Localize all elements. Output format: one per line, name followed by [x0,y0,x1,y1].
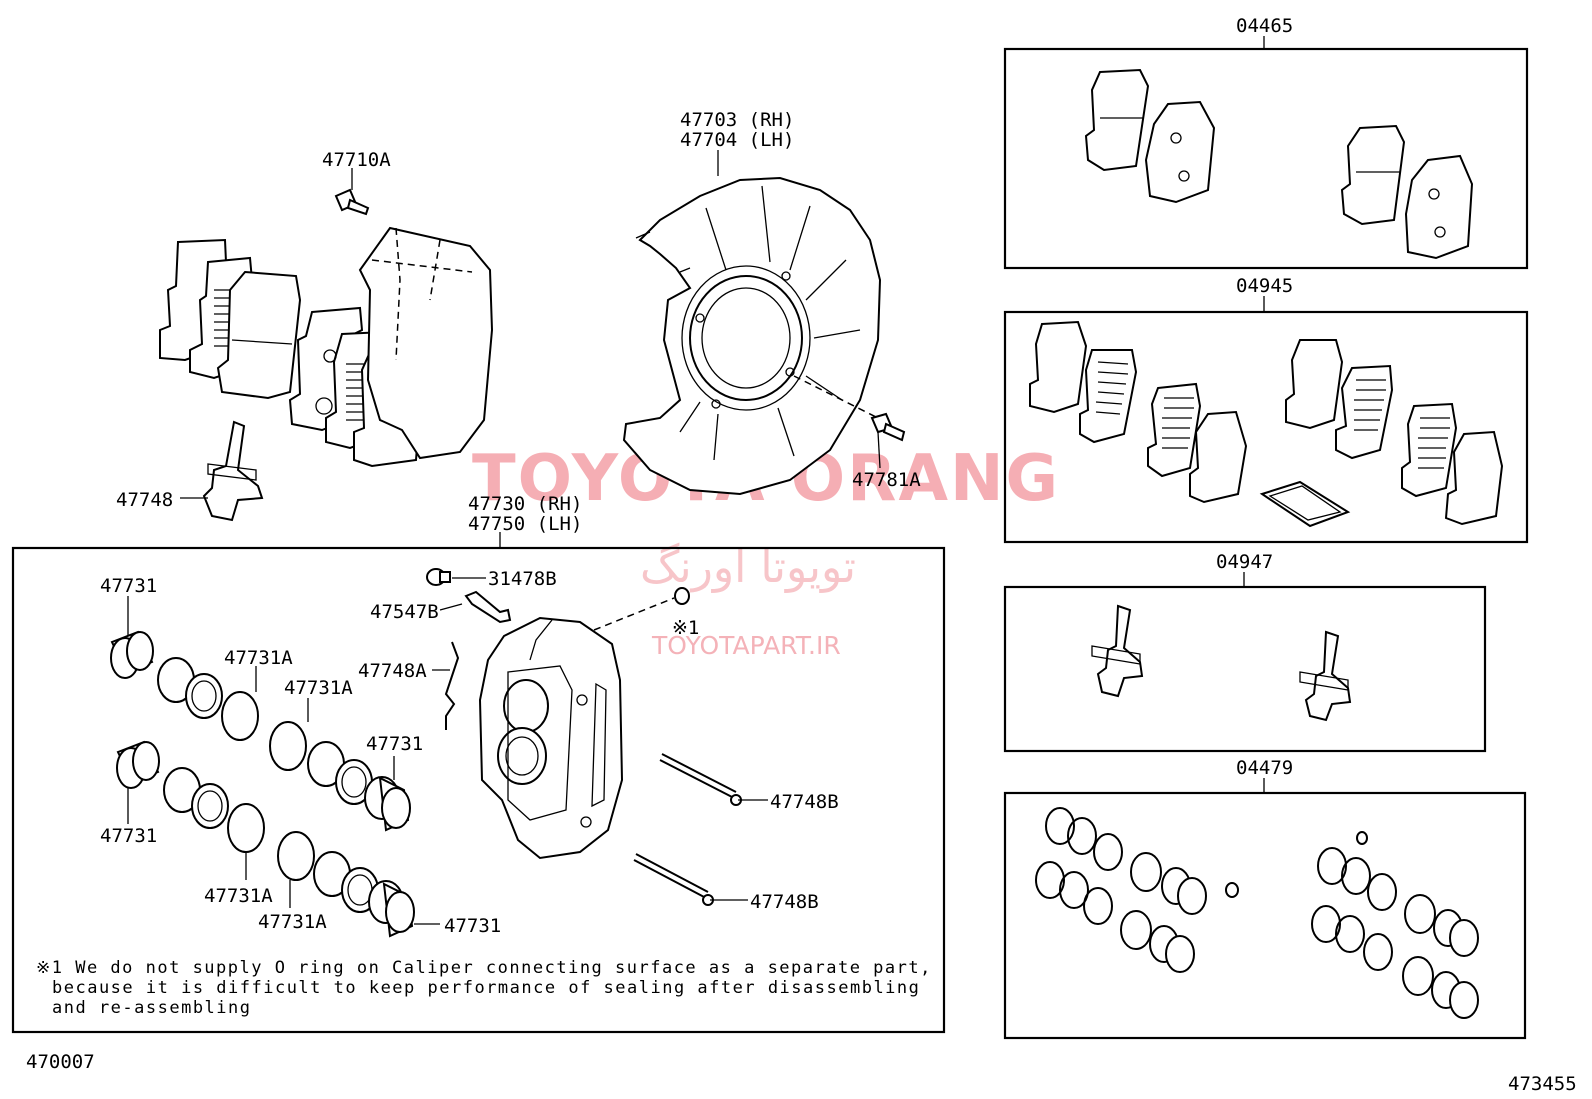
label-47731A-2: 47731A [284,677,353,699]
kit-04947-box [1003,585,1487,753]
footnote-line-3: and re-assembling [52,998,252,1018]
label-47547B: 47547B [370,601,439,623]
label-31478B: 31478B [488,568,557,590]
label-kit-04947: 04947 [1216,551,1273,573]
caliper-body-drawing [478,616,624,860]
kit-04945-box [1003,310,1529,544]
leader-lines [127,150,881,925]
label-47731-lower-left: 47731 [100,825,157,847]
label-kit-04479: 04479 [1236,757,1293,779]
footnote-line-1: ※1 We do not supply O ring on Caliper co… [36,958,932,978]
label-47731-lower-right: 47731 [444,915,501,937]
label-47731-upper-left: 47731 [100,575,157,597]
pins-47748B-drawing [633,753,742,906]
kit-04465-drawing [1084,68,1474,260]
label-47731-upper-right: 47731 [366,733,423,755]
cap-31478B-drawing [426,568,451,586]
label-47731A-1: 47731A [224,647,293,669]
label-47731A-3: 47731A [204,885,273,907]
kit-04465-box [1003,47,1529,270]
caliper-outline-dashed [358,226,494,460]
label-47731A-4: 47731A [258,911,327,933]
label-47748B-upper: 47748B [770,791,839,813]
label-47748B-lower: 47748B [750,891,819,913]
bolt-47710A-drawing [334,188,370,216]
kit-04947-drawing [1091,604,1352,722]
pistons-seals-drawing [110,630,415,938]
part-labels: 47710A 47703 (RH) 47704 (LH) 47748 47781… [100,15,1293,937]
label-47748A: 47748A [358,660,427,682]
kit-04479-box [1003,791,1527,1040]
label-47781A: 47781A [852,469,921,491]
kit-04479-drawing [1035,807,1479,1019]
label-47750-lh: 47750 (LH) [468,513,582,535]
dust-shield-drawing [622,176,882,496]
footer-left-code: 470007 [26,1051,95,1073]
kit-04945-drawing [1029,320,1504,528]
watermark-url: TOYOTAPART.IR [651,631,841,660]
caliper-assembly-box [11,546,946,1034]
watermark-persian: تویوتا اورنگ [640,542,856,593]
footer-right-code: 473455 [1508,1073,1577,1095]
bleeder-drawing [464,590,512,624]
label-47704-lh: 47704 (LH) [680,129,794,151]
label-note-ref: ※1 [672,617,699,639]
label-47730-rh: 47730 (RH) [468,493,582,515]
footnote-line-2: because it is difficult to keep performa… [52,978,920,998]
caliper-oring-drawing [593,587,690,631]
label-47748: 47748 [116,489,173,511]
label-47710A: 47710A [322,149,391,171]
bolt-47781A-drawing [793,375,906,442]
spring-47748A-drawing [444,641,460,730]
kit-leader-lines [1243,36,1265,793]
clip-47748-drawing [202,420,264,522]
footnote: ※1 We do not supply O ring on Caliper co… [36,958,932,1018]
label-47703-rh: 47703 (RH) [680,109,794,131]
label-kit-04945: 04945 [1236,275,1293,297]
label-kit-04465: 04465 [1236,15,1293,37]
